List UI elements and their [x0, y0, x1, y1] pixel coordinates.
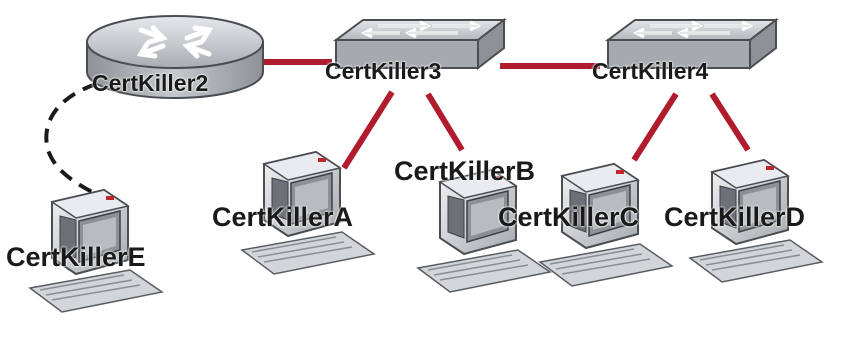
router-icon[interactable] — [86, 15, 264, 99]
switch4-label: CertKiller4 — [592, 58, 709, 84]
router-label: CertKiller2 — [92, 70, 209, 96]
pc-e-label: CertKillerE — [6, 242, 146, 272]
link-switch4-pc-c — [631, 92, 679, 162]
link-switch4-pc-d — [709, 92, 751, 152]
pc-c-label: CertKillerC — [498, 202, 640, 232]
link-switch3-pc-a — [341, 90, 395, 170]
ethernet-links — [262, 59, 751, 170]
pc-a-label: CertKillerA — [212, 202, 354, 232]
pc-d-label: CertKillerD — [664, 202, 806, 232]
pc-b-label: CertKillerB — [394, 156, 536, 186]
switch3-label: CertKiller3 — [325, 58, 442, 84]
link-switch3-pc-b — [425, 92, 465, 152]
